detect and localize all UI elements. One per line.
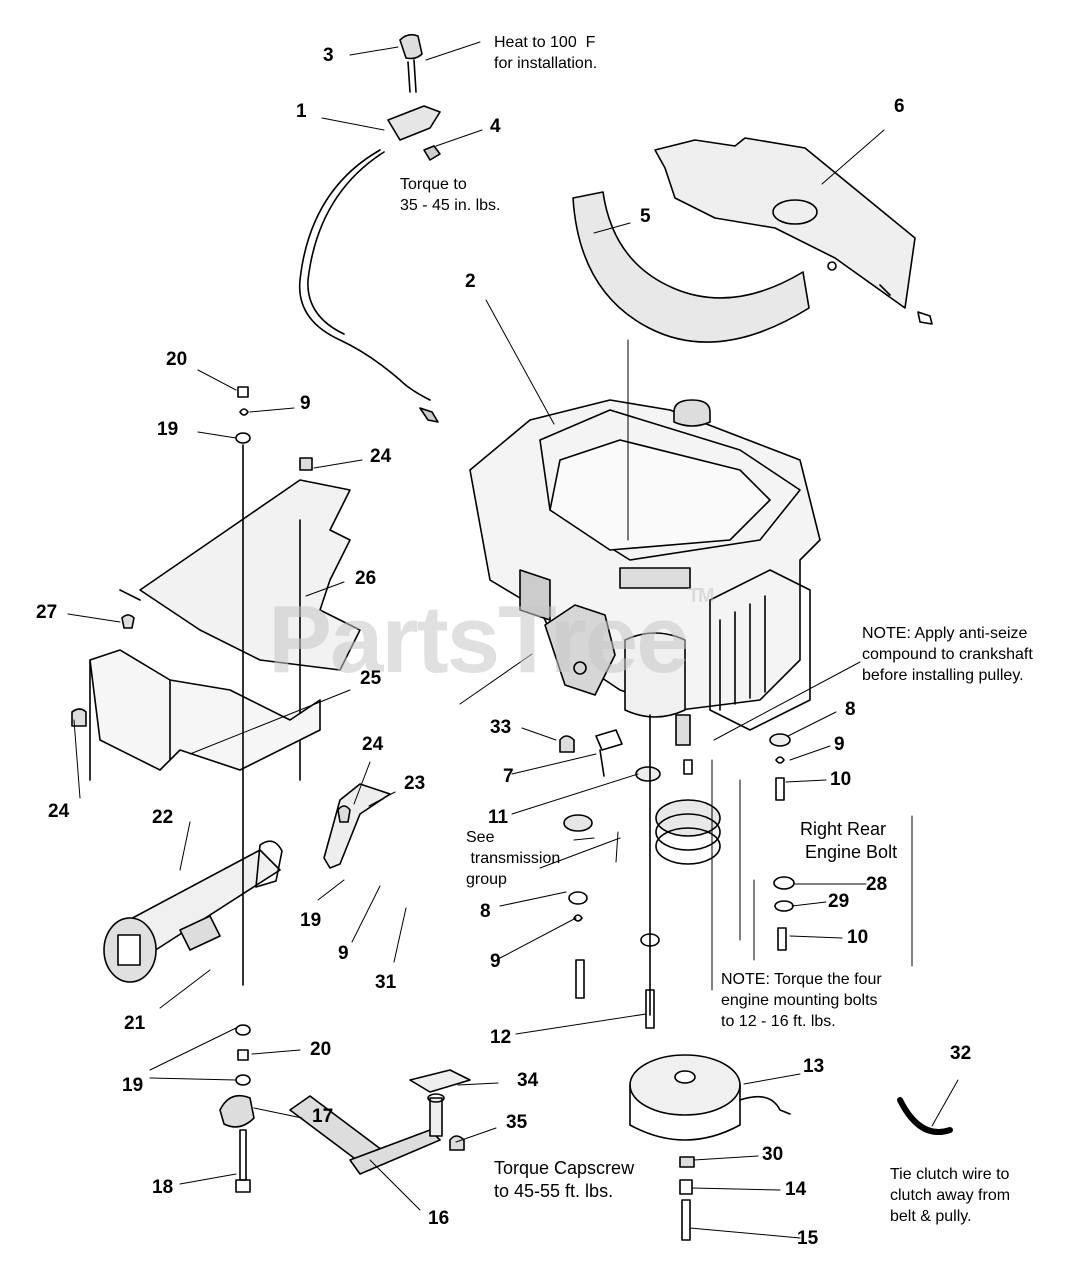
callout-23: 23 <box>404 773 426 794</box>
watermark-text: PartsTree <box>268 586 690 693</box>
callout-6: 6 <box>894 96 905 117</box>
callout-35: 35 <box>506 1112 528 1133</box>
gasket-34 <box>409 1069 471 1093</box>
note-anti-seize: NOTE: Apply anti-seize compound to crank… <box>862 625 1033 684</box>
callout-14: 14 <box>785 1179 807 1200</box>
callout-20-top: 20 <box>166 349 188 370</box>
callout-9-top: 9 <box>300 393 311 414</box>
callout-24-top: 24 <box>370 446 392 467</box>
callout-21: 21 <box>124 1013 146 1034</box>
callout-10-top: 10 <box>830 769 852 790</box>
callout-19-bottom: 19 <box>122 1075 144 1096</box>
callout-34: 34 <box>517 1070 539 1091</box>
clamp-17 <box>219 1094 255 1128</box>
callout-8-right: 8 <box>845 699 856 720</box>
pto-clutch <box>629 1054 791 1241</box>
callout-11: 11 <box>488 807 509 828</box>
note-torque-throttle: Torque to 35 - 45 in. lbs. <box>400 176 501 214</box>
callout-22: 22 <box>152 807 174 828</box>
callout-30: 30 <box>762 1144 784 1165</box>
note-heat: Heat to 100 F for installation. <box>494 34 598 72</box>
callout-24-mid: 24 <box>362 734 384 755</box>
callout-9-right: 9 <box>834 734 845 755</box>
callout-15: 15 <box>797 1228 819 1249</box>
bracket-23 <box>323 783 391 869</box>
callout-8-center: 8 <box>480 901 491 922</box>
hardware-center <box>449 714 795 1151</box>
hardware-left <box>71 386 351 1193</box>
belt-shield <box>572 191 810 343</box>
callout-9-mid: 9 <box>338 943 349 964</box>
callout-7: 7 <box>503 766 514 787</box>
callout-4: 4 <box>490 116 501 137</box>
engine <box>469 399 821 746</box>
callout-29: 29 <box>828 891 850 912</box>
callout-5: 5 <box>640 206 651 227</box>
callout-1: 1 <box>296 101 307 122</box>
note-torque-four-bolts: NOTE: Torque the four engine mounting bo… <box>721 971 882 1030</box>
callout-16: 16 <box>428 1208 450 1229</box>
callout-27: 27 <box>36 602 58 623</box>
shield-25 <box>89 649 321 781</box>
callout-25: 25 <box>360 668 382 689</box>
callout-33: 33 <box>490 717 512 738</box>
note-right-rear-bolt: Right Rear Engine Bolt <box>800 819 898 863</box>
callout-24-left: 24 <box>48 801 70 822</box>
callout-9-center: 9 <box>490 951 501 972</box>
leader-lines <box>67 41 959 1239</box>
wire-tie <box>897 1097 953 1135</box>
heat-shield <box>654 137 933 325</box>
callout-19-mid: 19 <box>300 910 322 931</box>
throttle-control <box>298 33 441 423</box>
callout-13: 13 <box>803 1056 825 1077</box>
callout-17: 17 <box>312 1106 334 1127</box>
callout-10-bottom: 10 <box>847 927 869 948</box>
note-see-transmission: See transmission group <box>466 829 561 888</box>
trademark-mark: TM <box>687 585 715 607</box>
callout-26: 26 <box>355 568 377 589</box>
callout-12: 12 <box>490 1027 512 1048</box>
callout-28: 28 <box>866 874 888 895</box>
callout-20-bottom: 20 <box>310 1039 332 1060</box>
callout-3: 3 <box>323 45 334 66</box>
note-torque-capscrew: Torque Capscrew to 45-55 ft. lbs. <box>494 1158 635 1202</box>
callout-2: 2 <box>465 271 476 292</box>
callout-18: 18 <box>152 1177 174 1198</box>
callout-31: 31 <box>375 972 397 993</box>
muffler <box>103 840 283 983</box>
callout-32: 32 <box>950 1043 972 1064</box>
watermark: PartsTreeTM <box>268 585 715 695</box>
callout-19-top: 19 <box>157 419 179 440</box>
note-tie-clutch-wire: Tie clutch wire to clutch away from belt… <box>890 1166 1011 1225</box>
